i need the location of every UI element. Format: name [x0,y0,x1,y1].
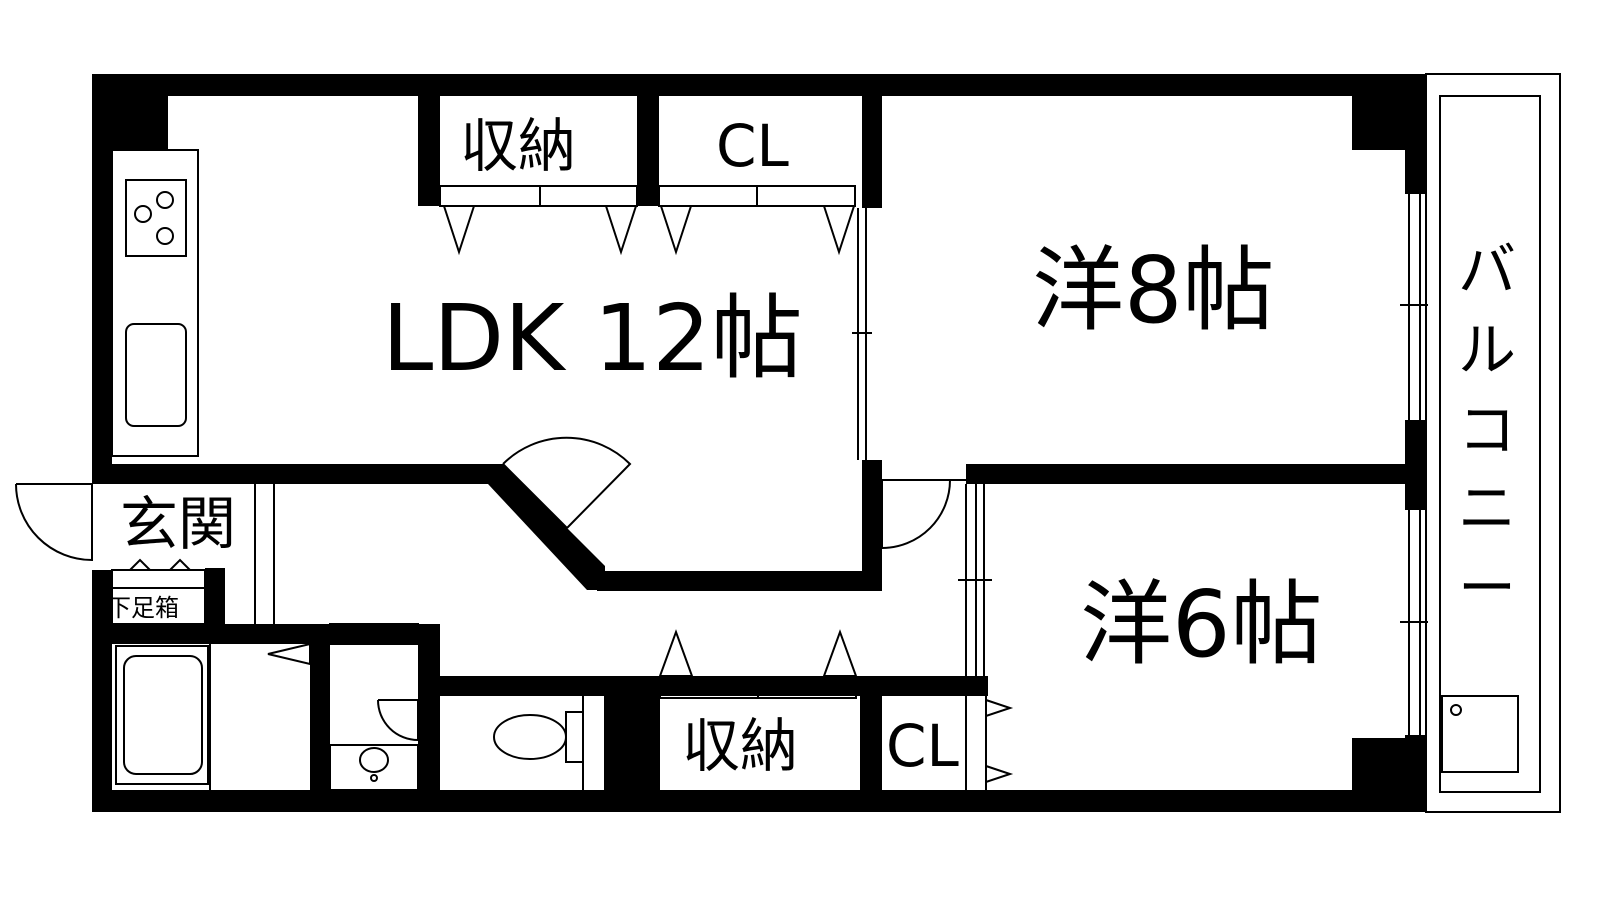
shoe-cabinet-label: 下足箱 [107,594,179,622]
toilet-icon [493,711,584,763]
stove-icon [125,179,187,257]
balcony-char: ー [1458,554,1516,622]
balcony-area [1425,73,1561,813]
western-8-label: 洋8帖 [1032,237,1275,344]
kitchen-counter [111,149,199,457]
sink-icon [125,323,187,427]
fixture-lines [95,73,1561,813]
ldk-label: LDK 12帖 [382,285,803,392]
door-swings [15,436,951,742]
western-6-label: 洋6帖 [1080,571,1323,678]
washbasin-icon [329,744,419,791]
interior-walls [92,96,1408,792]
balcony-char: コ [1458,396,1516,464]
entrance-label: 玄関 [120,490,236,558]
balcony-label: バ ル コ ニ ー [1458,236,1516,622]
bathtub-icon [115,645,209,785]
balcony-char: ニ [1458,474,1516,542]
closet-top-label: CL [716,112,789,180]
storage-top-label: 収納 [460,112,576,180]
balcony-char: バ [1458,236,1516,304]
storage-bottom-label: 収納 [682,712,798,780]
folding-doors [127,205,1014,784]
closet-bottom-label: CL [886,712,959,780]
floor-drain-icon [1441,695,1519,773]
balcony-char: ル [1458,316,1516,384]
exterior-walls [92,74,1427,812]
